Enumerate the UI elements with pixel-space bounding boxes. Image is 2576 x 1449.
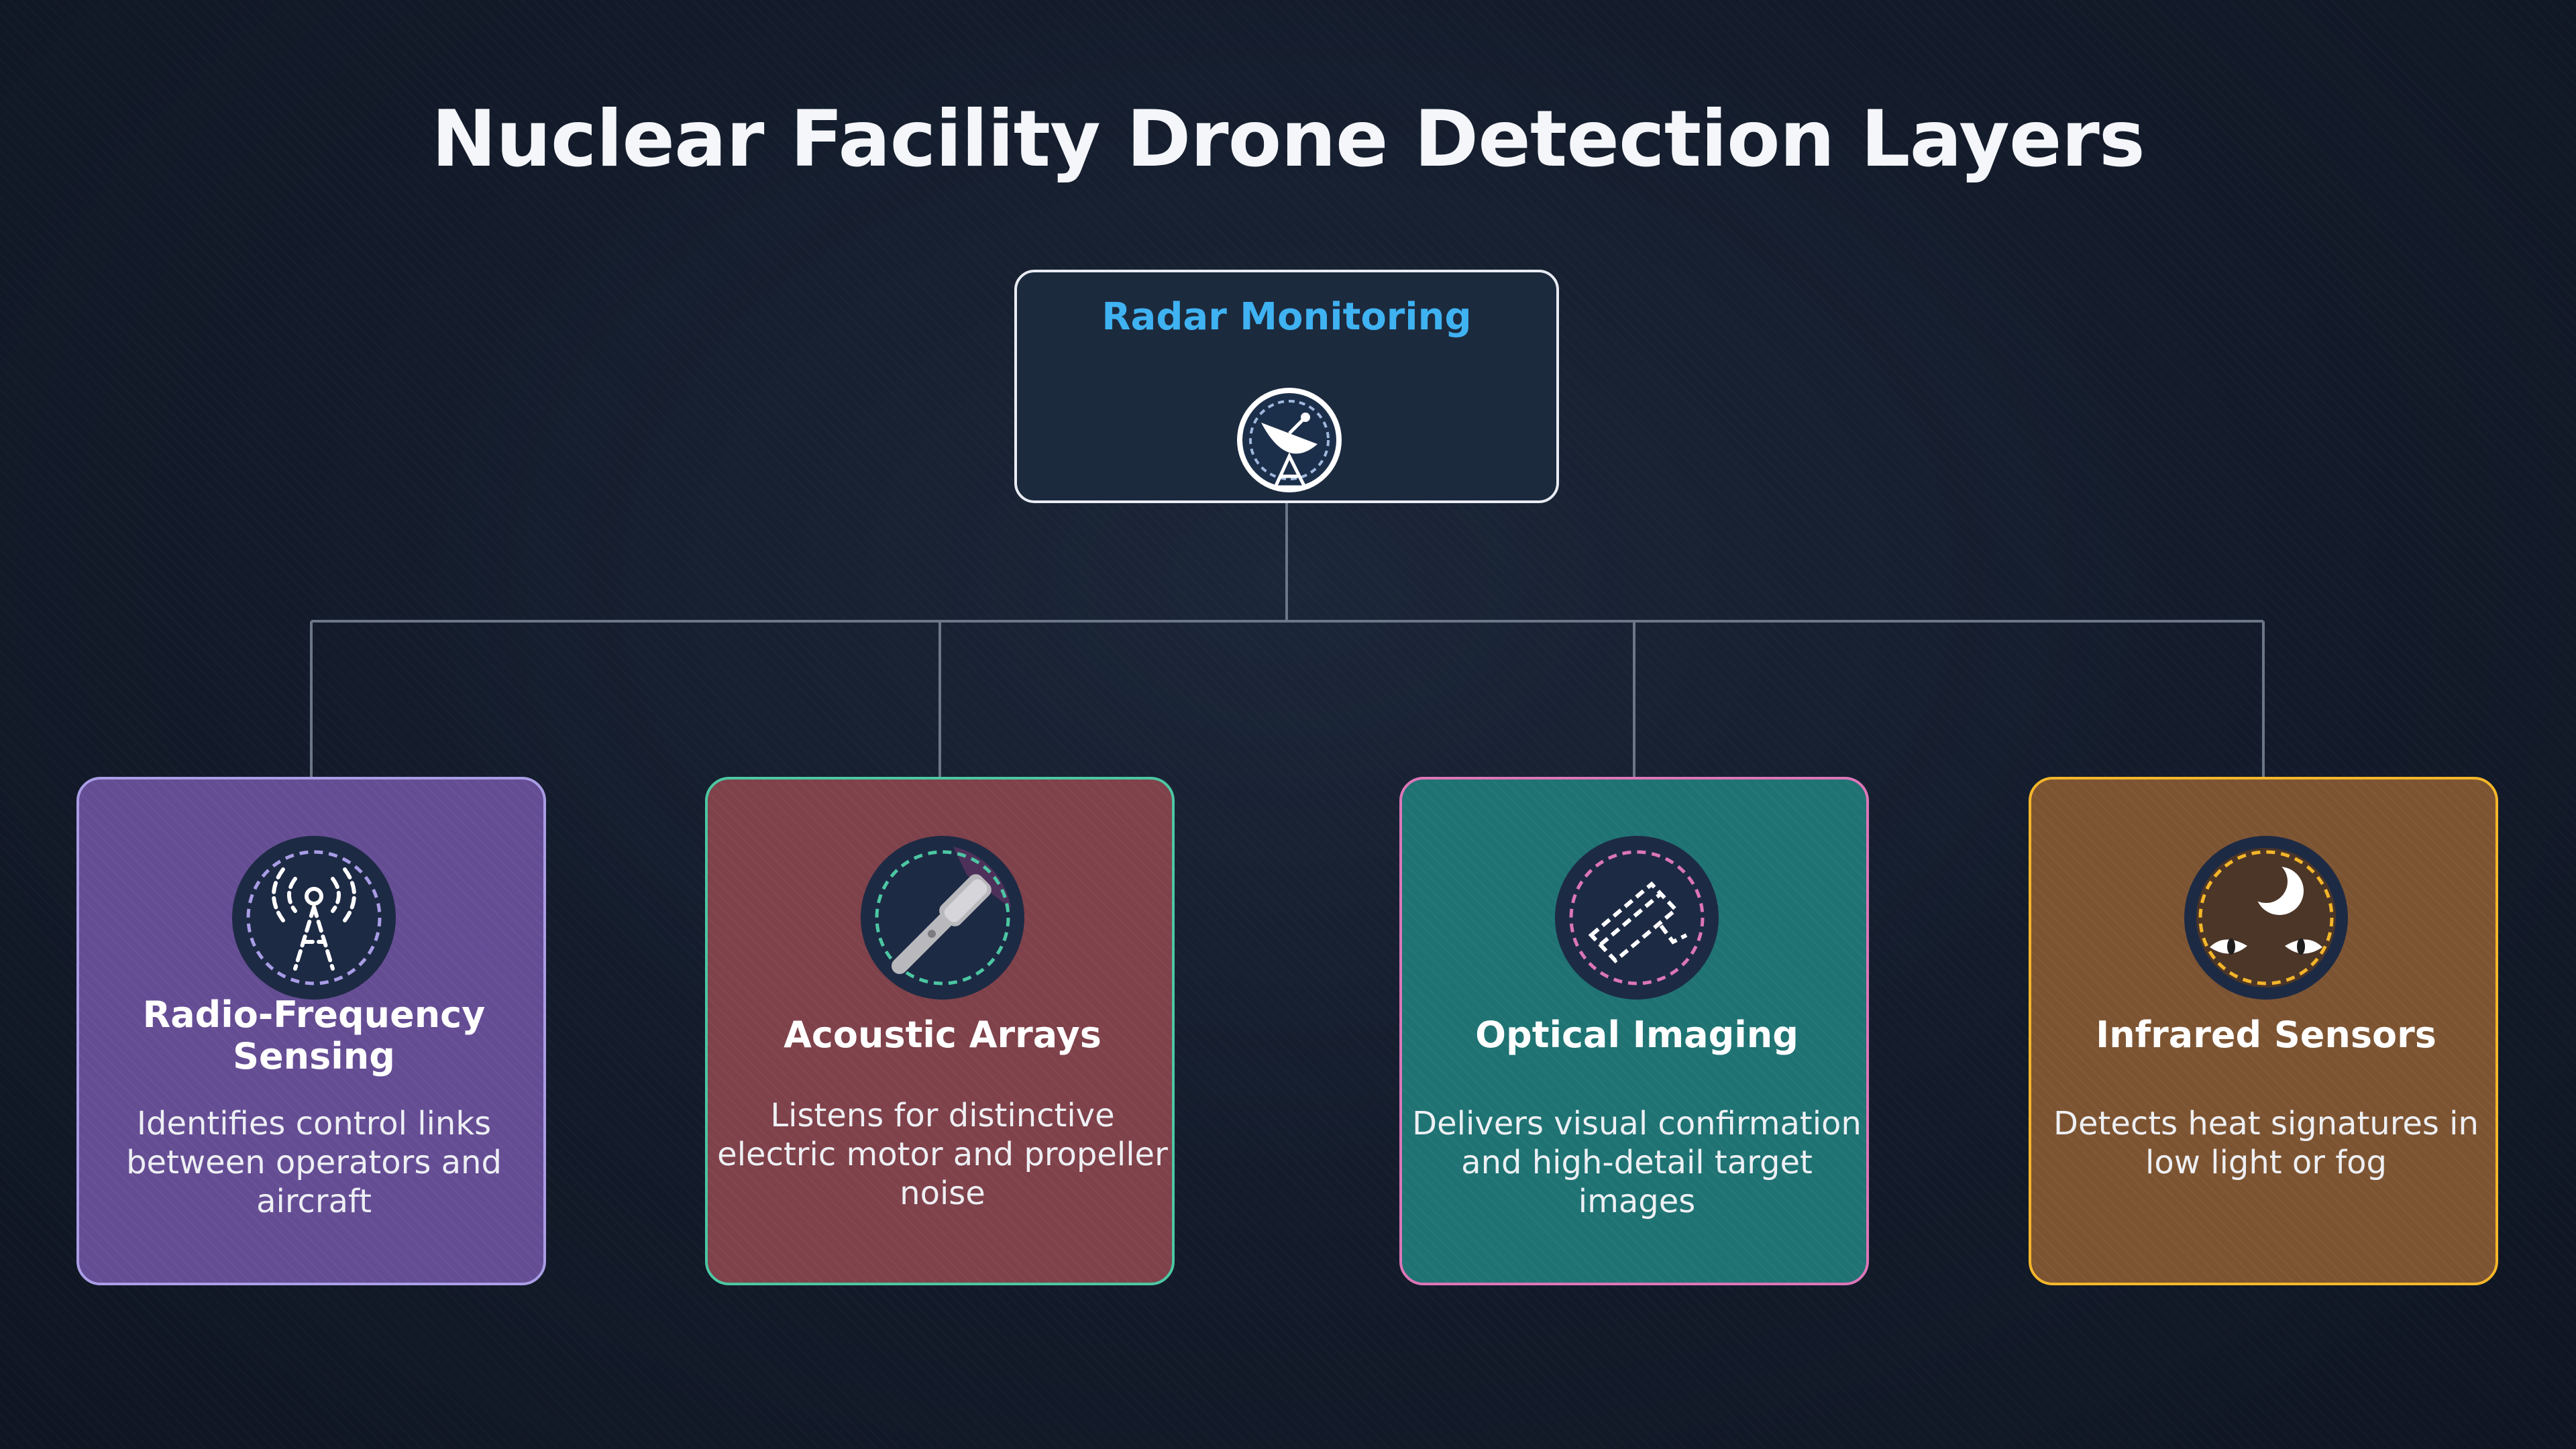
microphone-icon xyxy=(861,836,1024,1000)
layer-card-optical-imaging: Optical Imaging Delivers visual confirma… xyxy=(1399,777,1869,1285)
layer-card-acoustic-arrays: Acoustic Arrays Listens for distinctive … xyxy=(705,777,1175,1285)
layer-card-description: Delivers visual confirmation and high-de… xyxy=(1412,1105,1862,1220)
page-title: Nuclear Facility Drone Detection Layers xyxy=(431,94,2145,184)
layer-card-infrared-sensors: Infrared Sensors Detects heat signatures… xyxy=(2029,777,2498,1285)
satellite-dish-icon xyxy=(1237,388,1342,492)
layer-card-title: Radio-Frequency Sensing xyxy=(142,994,486,1077)
security-camera-icon xyxy=(1555,836,1719,1000)
layer-card-description: Detects heat signatures in low light or … xyxy=(2053,1105,2479,1181)
layer-card-title: Infrared Sensors xyxy=(2096,1014,2436,1056)
night-vision-eyes-icon xyxy=(2184,836,2348,1000)
layer-card-description: Identifies control links between operato… xyxy=(126,1105,502,1220)
layer-card-description: Listens for distinctive electric motor a… xyxy=(717,1097,1168,1212)
layer-card-title: Acoustic Arrays xyxy=(784,1014,1102,1056)
radio-tower-icon xyxy=(232,836,396,1000)
layer-card-title: Optical Imaging xyxy=(1475,1014,1799,1056)
layer-card-radio-frequency: Radio-Frequency Sensing Identifies contr… xyxy=(76,777,546,1285)
root-node-radar: Radar Monitoring xyxy=(1014,270,1559,503)
root-node-label: Radar Monitoring xyxy=(1102,295,1472,339)
